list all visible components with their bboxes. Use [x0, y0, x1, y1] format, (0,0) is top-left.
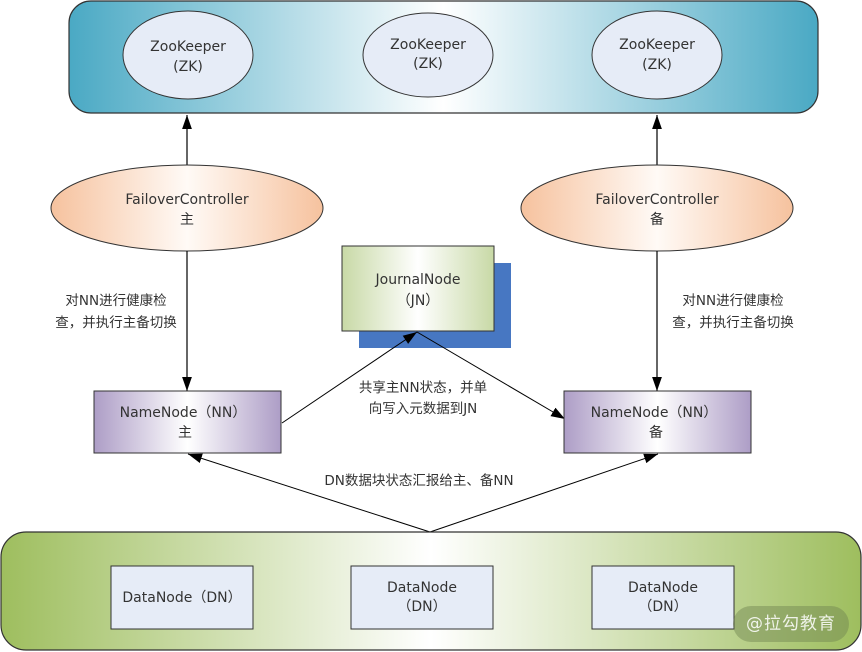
data-node: DataNode（DN） [110, 565, 254, 630]
watermark: @拉勾教育 [733, 606, 849, 642]
zookeeper-node-sublabel: (ZK) [173, 59, 203, 75]
zookeeper-node: ZooKeeper (ZK) [591, 10, 723, 100]
name-node-active: NameNode（NN） 主 [93, 390, 282, 454]
failover-controller-standby: FailoverController 备 [520, 164, 794, 252]
data-node-label: DataNode [628, 580, 698, 596]
arrow-nn-active-to-jn [281, 331, 418, 424]
data-node-label: DataNode [387, 580, 457, 596]
failover-controller-label: FailoverController [125, 192, 248, 208]
failover-controller-role: 备 [650, 211, 664, 228]
name-node-label: NameNode（NN） [120, 405, 247, 421]
health-check-label-left: 对NN进行健康检 [65, 292, 167, 309]
health-check-label-left-2: 查，并执行主备切换 [55, 314, 177, 331]
shared-state-label: 共享主NN状态，并单 [359, 379, 487, 396]
arrow-dn-to-nn-active [187, 453, 431, 533]
data-node: DataNode （DN） [350, 565, 494, 630]
zookeeper-node: ZooKeeper (ZK) [362, 12, 494, 98]
name-node-role: 备 [649, 424, 663, 441]
journal-node-sublabel: （JN） [397, 293, 440, 309]
block-report-label: DN数据块状态汇报给主、备NN [324, 472, 513, 489]
data-node-sublabel: （DN） [397, 599, 446, 615]
data-node-label: DataNode（DN） [122, 590, 241, 606]
zookeeper-node-label: ZooKeeper [390, 37, 466, 53]
health-check-label-right: 对NN进行健康检 [682, 292, 784, 309]
name-node-label: NameNode（NN） [591, 405, 718, 421]
arrow-dn-to-nn-standby [429, 453, 659, 533]
failover-controller-active: FailoverController 主 [50, 164, 324, 252]
zookeeper-node-label: ZooKeeper [150, 39, 226, 55]
health-check-label-right-2: 查，并执行主备切换 [672, 314, 794, 331]
zookeeper-node-label: ZooKeeper [619, 37, 695, 53]
failover-controller-role: 主 [180, 212, 194, 228]
name-node-role: 主 [178, 425, 192, 441]
data-node-sublabel: （DN） [638, 599, 687, 615]
zookeeper-node: ZooKeeper (ZK) [122, 10, 254, 100]
journal-node: JournalNode （JN） [341, 245, 511, 348]
zookeeper-node-sublabel: (ZK) [413, 56, 443, 72]
failover-controller-label: FailoverController [595, 192, 718, 208]
journal-node-label: JournalNode [375, 272, 461, 288]
shared-state-label-2: 向写入元数据到JN [369, 401, 478, 417]
arrow-jn-to-nn-standby [416, 331, 566, 420]
zookeeper-node-sublabel: (ZK) [642, 57, 672, 73]
name-node-standby: NameNode（NN） 备 [563, 390, 752, 454]
data-node: DataNode （DN） [591, 565, 735, 630]
